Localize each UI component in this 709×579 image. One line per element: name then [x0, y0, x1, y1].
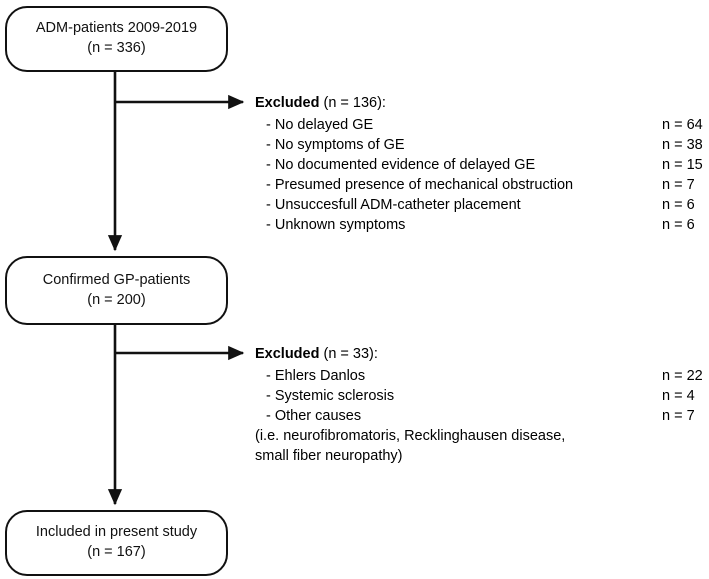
node-confirmed-gp-patients-line1: Confirmed GP-patients	[42, 271, 191, 288]
node-confirmed-gp-patients-line2: (n = 200)	[87, 291, 146, 308]
exclusion-block-1-heading: Excluded (n = 136):	[255, 93, 386, 113]
node-confirmed-gp-patients: Confirmed GP-patients (n = 200)	[5, 256, 228, 325]
node-included-in-study: Included in present study (n = 167)	[5, 510, 228, 576]
exclusion-item-count: n = 4	[662, 388, 695, 404]
node-adm-patients-line1: ADM-patients 2009-2019	[35, 20, 198, 37]
exclusion-block-2-heading-bold: Excluded	[255, 346, 320, 362]
exclusion-item-label: - Unsuccesfull ADM-catheter placement	[266, 197, 521, 213]
exclusion-item: - Systemic sclerosis n = 4	[255, 386, 695, 406]
exclusion-block-1-heading-bold: Excluded	[255, 95, 320, 111]
exclusion-item: - Ehlers Danlos n = 22	[255, 366, 703, 386]
exclusion-block-2-heading-rest: (n = 33):	[319, 346, 378, 362]
exclusion-item: - Other causes n = 7	[255, 406, 695, 426]
exclusion-item-count: n = 6	[662, 197, 695, 213]
node-adm-patients-line2: (n = 336)	[87, 40, 146, 56]
exclusion-item: - No symptoms of GE n = 38	[255, 135, 703, 155]
exclusion-item-count: n = 64	[662, 117, 703, 133]
exclusion-item-label: - No delayed GE	[266, 117, 374, 133]
exclusion-item-count: n = 7	[662, 408, 695, 424]
exclusion-item-label: - Systemic sclerosis	[266, 388, 395, 404]
exclusion-note-line: small fiber neuropathy)	[255, 448, 403, 464]
node-included-in-study-line2: (n = 167)	[87, 544, 146, 560]
exclusion-item-label: - Ehlers Danlos	[266, 368, 366, 384]
exclusion-item-label: - No documented evidence of delayed GE	[266, 157, 536, 173]
exclusion-item: - No delayed GE n = 64	[255, 115, 703, 135]
exclusion-item-label: - Presumed presence of mechanical obstru…	[266, 177, 574, 193]
exclusion-item: - Unsuccesfull ADM-catheter placement n …	[255, 195, 695, 215]
exclusion-item: - Unknown symptoms n = 6	[255, 215, 695, 235]
exclusion-item-count: n = 7	[662, 177, 695, 193]
node-included-in-study-line1: Included in present study	[35, 524, 198, 541]
exclusion-item-count: n = 6	[662, 217, 695, 233]
exclusion-item-count: n = 22	[662, 368, 703, 384]
exclusion-item-count: n = 15	[662, 157, 703, 173]
node-adm-patients: ADM-patients 2009-2019 (n = 336)	[5, 6, 228, 72]
exclusion-item-label: - No symptoms of GE	[266, 137, 405, 153]
exclusion-item-label: - Unknown symptoms	[266, 217, 406, 233]
exclusion-note-line: (i.e. neurofibromatoris, Recklinghausen …	[255, 428, 566, 444]
exclusion-block-2-heading: Excluded (n = 33):	[255, 344, 565, 364]
exclusion-item-count: n = 38	[662, 137, 703, 153]
exclusion-item: - Presumed presence of mechanical obstru…	[255, 175, 695, 195]
exclusion-item: - No documented evidence of delayed GE n…	[255, 155, 703, 175]
exclusion-block-1: Excluded (n = 136): - No delayed GE n = …	[255, 93, 703, 235]
exclusion-block-2: Excluded (n = 33): - Ehlers Danlos n = 2…	[255, 344, 703, 466]
exclusion-item-label: - Other causes	[266, 408, 362, 424]
exclusion-block-1-heading-rest: (n = 136):	[319, 95, 386, 111]
